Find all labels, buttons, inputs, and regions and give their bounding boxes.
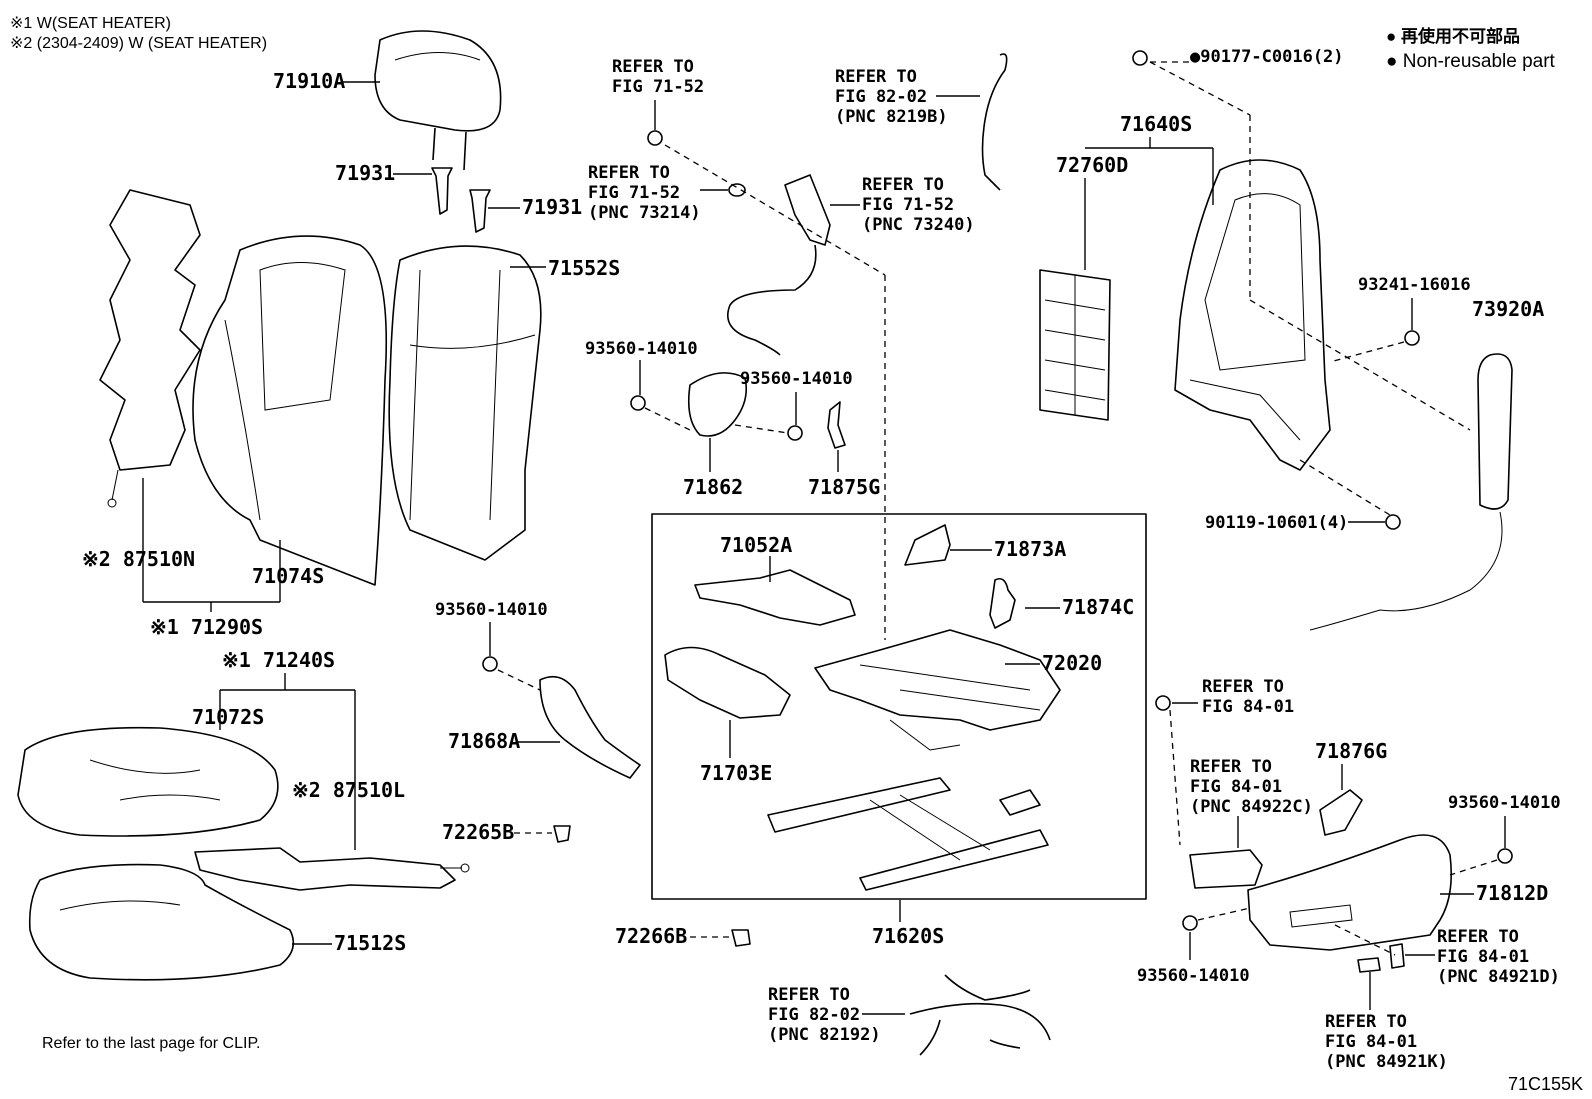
legend-non-reusable-en: ● Non-reusable part xyxy=(1386,51,1556,72)
label-71873A: 71873A xyxy=(994,537,1066,561)
label-71931-a: 71931 xyxy=(335,161,395,185)
seatback-cover-shape xyxy=(388,245,542,561)
seat-cushion-heater-mat-shape xyxy=(194,847,470,891)
seatback-frame-shape xyxy=(1174,159,1331,471)
bolt-shape xyxy=(482,656,498,672)
label-71620S: 71620S xyxy=(872,924,944,948)
label-87510L: ※2 87510L xyxy=(292,778,405,802)
wire-harness-upper-shape xyxy=(981,53,1008,191)
grommet-shape xyxy=(728,183,746,197)
label-93560-d: 93560-14010 xyxy=(1448,793,1561,813)
pan-71703E-shape xyxy=(664,646,791,719)
bolt-shape xyxy=(630,395,646,411)
switch-84922C-shape xyxy=(1189,849,1263,889)
bolt-shape xyxy=(1497,848,1513,864)
bracket-71873A-shape xyxy=(904,524,951,566)
label-71812D: 71812D xyxy=(1476,881,1548,905)
lumbar-support-shape xyxy=(1039,269,1111,421)
label-71703E: 71703E xyxy=(700,761,772,785)
seat-track-rails-shape xyxy=(767,777,1049,891)
label-71074S: 71074S xyxy=(252,564,324,588)
label-93560-e: 93560-14010 xyxy=(1137,966,1250,986)
bracket-71862-shape xyxy=(687,372,748,437)
seat-track-assembly-box xyxy=(651,513,1147,900)
label-93241: 93241-16016 xyxy=(1358,275,1471,295)
panel-71052A-shape xyxy=(694,569,856,626)
label-90177: ●90177-C0016(2) xyxy=(1190,47,1344,67)
seat-cushion-cover-shape xyxy=(17,726,279,837)
wire-harness-lower-shape xyxy=(909,974,1051,1056)
label-90119: 90119-10601(4) xyxy=(1205,513,1348,533)
label-71910A: 71910A xyxy=(273,69,345,93)
legend-non-reusable-jp: ● 再使用不可部品 xyxy=(1386,26,1520,46)
knob-84921K-shape xyxy=(1357,957,1381,973)
label-71512S: 71512S xyxy=(334,931,406,955)
clip-shape xyxy=(1155,695,1171,711)
bolt-shape xyxy=(1182,915,1198,931)
note-seat-heater-1: ※1 W(SEAT HEATER) xyxy=(10,15,171,32)
label-71240S: ※1 71240S xyxy=(222,648,335,672)
headrest-support-shape xyxy=(431,167,491,233)
headrest-shape xyxy=(374,30,502,171)
clip-shape xyxy=(647,130,663,146)
seat-harness-shape xyxy=(727,174,831,356)
label-71052A: 71052A xyxy=(720,533,792,557)
bracket-71876G-shape xyxy=(1319,789,1363,836)
label-71874C: 71874C xyxy=(1062,595,1134,619)
harness-71874C-shape xyxy=(989,577,1016,629)
knob-84921D-shape xyxy=(1389,943,1405,969)
label-72265B: 72265B xyxy=(442,820,514,844)
seatback-pad-shape xyxy=(192,235,388,586)
label-71290S: ※1 71290S xyxy=(150,615,263,639)
label-71072S: 71072S xyxy=(192,705,264,729)
label-93560-c: 93560-14010 xyxy=(435,600,548,620)
label-71862: 71862 xyxy=(683,475,743,499)
label-73920A: 73920A xyxy=(1472,297,1544,321)
label-71552S: 71552S xyxy=(548,256,620,280)
seat-cushion-pad-shape xyxy=(28,863,295,981)
seat-frame-72020-shape xyxy=(814,629,1061,751)
label-71640S: 71640S xyxy=(1120,112,1192,136)
label-93560-a: 93560-14010 xyxy=(585,339,698,359)
label-72266B: 72266B xyxy=(615,924,687,948)
cover-71868A-shape xyxy=(539,675,641,779)
clip-note: Refer to the last page for CLIP. xyxy=(42,1035,261,1052)
figure-id: 71C155K xyxy=(1508,1074,1583,1094)
clip-71875G-shape xyxy=(827,401,846,449)
clip-72265B-shape xyxy=(553,825,571,843)
note-seat-heater-2: ※2 (2304-2409) W (SEAT HEATER) xyxy=(10,35,267,52)
label-93560-b: 93560-14010 xyxy=(740,369,853,389)
clip-72266B-shape xyxy=(731,929,751,947)
nut-shape xyxy=(1132,50,1148,66)
side-airbag-shape xyxy=(1309,353,1513,631)
label-72760D: 72760D xyxy=(1056,153,1128,177)
label-71931-b: 71931 xyxy=(522,195,582,219)
label-87510N: ※2 87510N xyxy=(82,547,195,571)
label-72020: 72020 xyxy=(1042,651,1102,675)
bolt-shape xyxy=(1385,514,1401,530)
side-cover-71812D-shape xyxy=(1247,834,1453,951)
label-71868A: 71868A xyxy=(448,729,520,753)
bolt-shape xyxy=(1404,330,1420,346)
label-71876G: 71876G xyxy=(1315,739,1387,763)
bolt-shape xyxy=(787,425,803,441)
seatback-heater-mat-shape xyxy=(99,189,201,508)
label-71875G: 71875G xyxy=(808,475,880,499)
